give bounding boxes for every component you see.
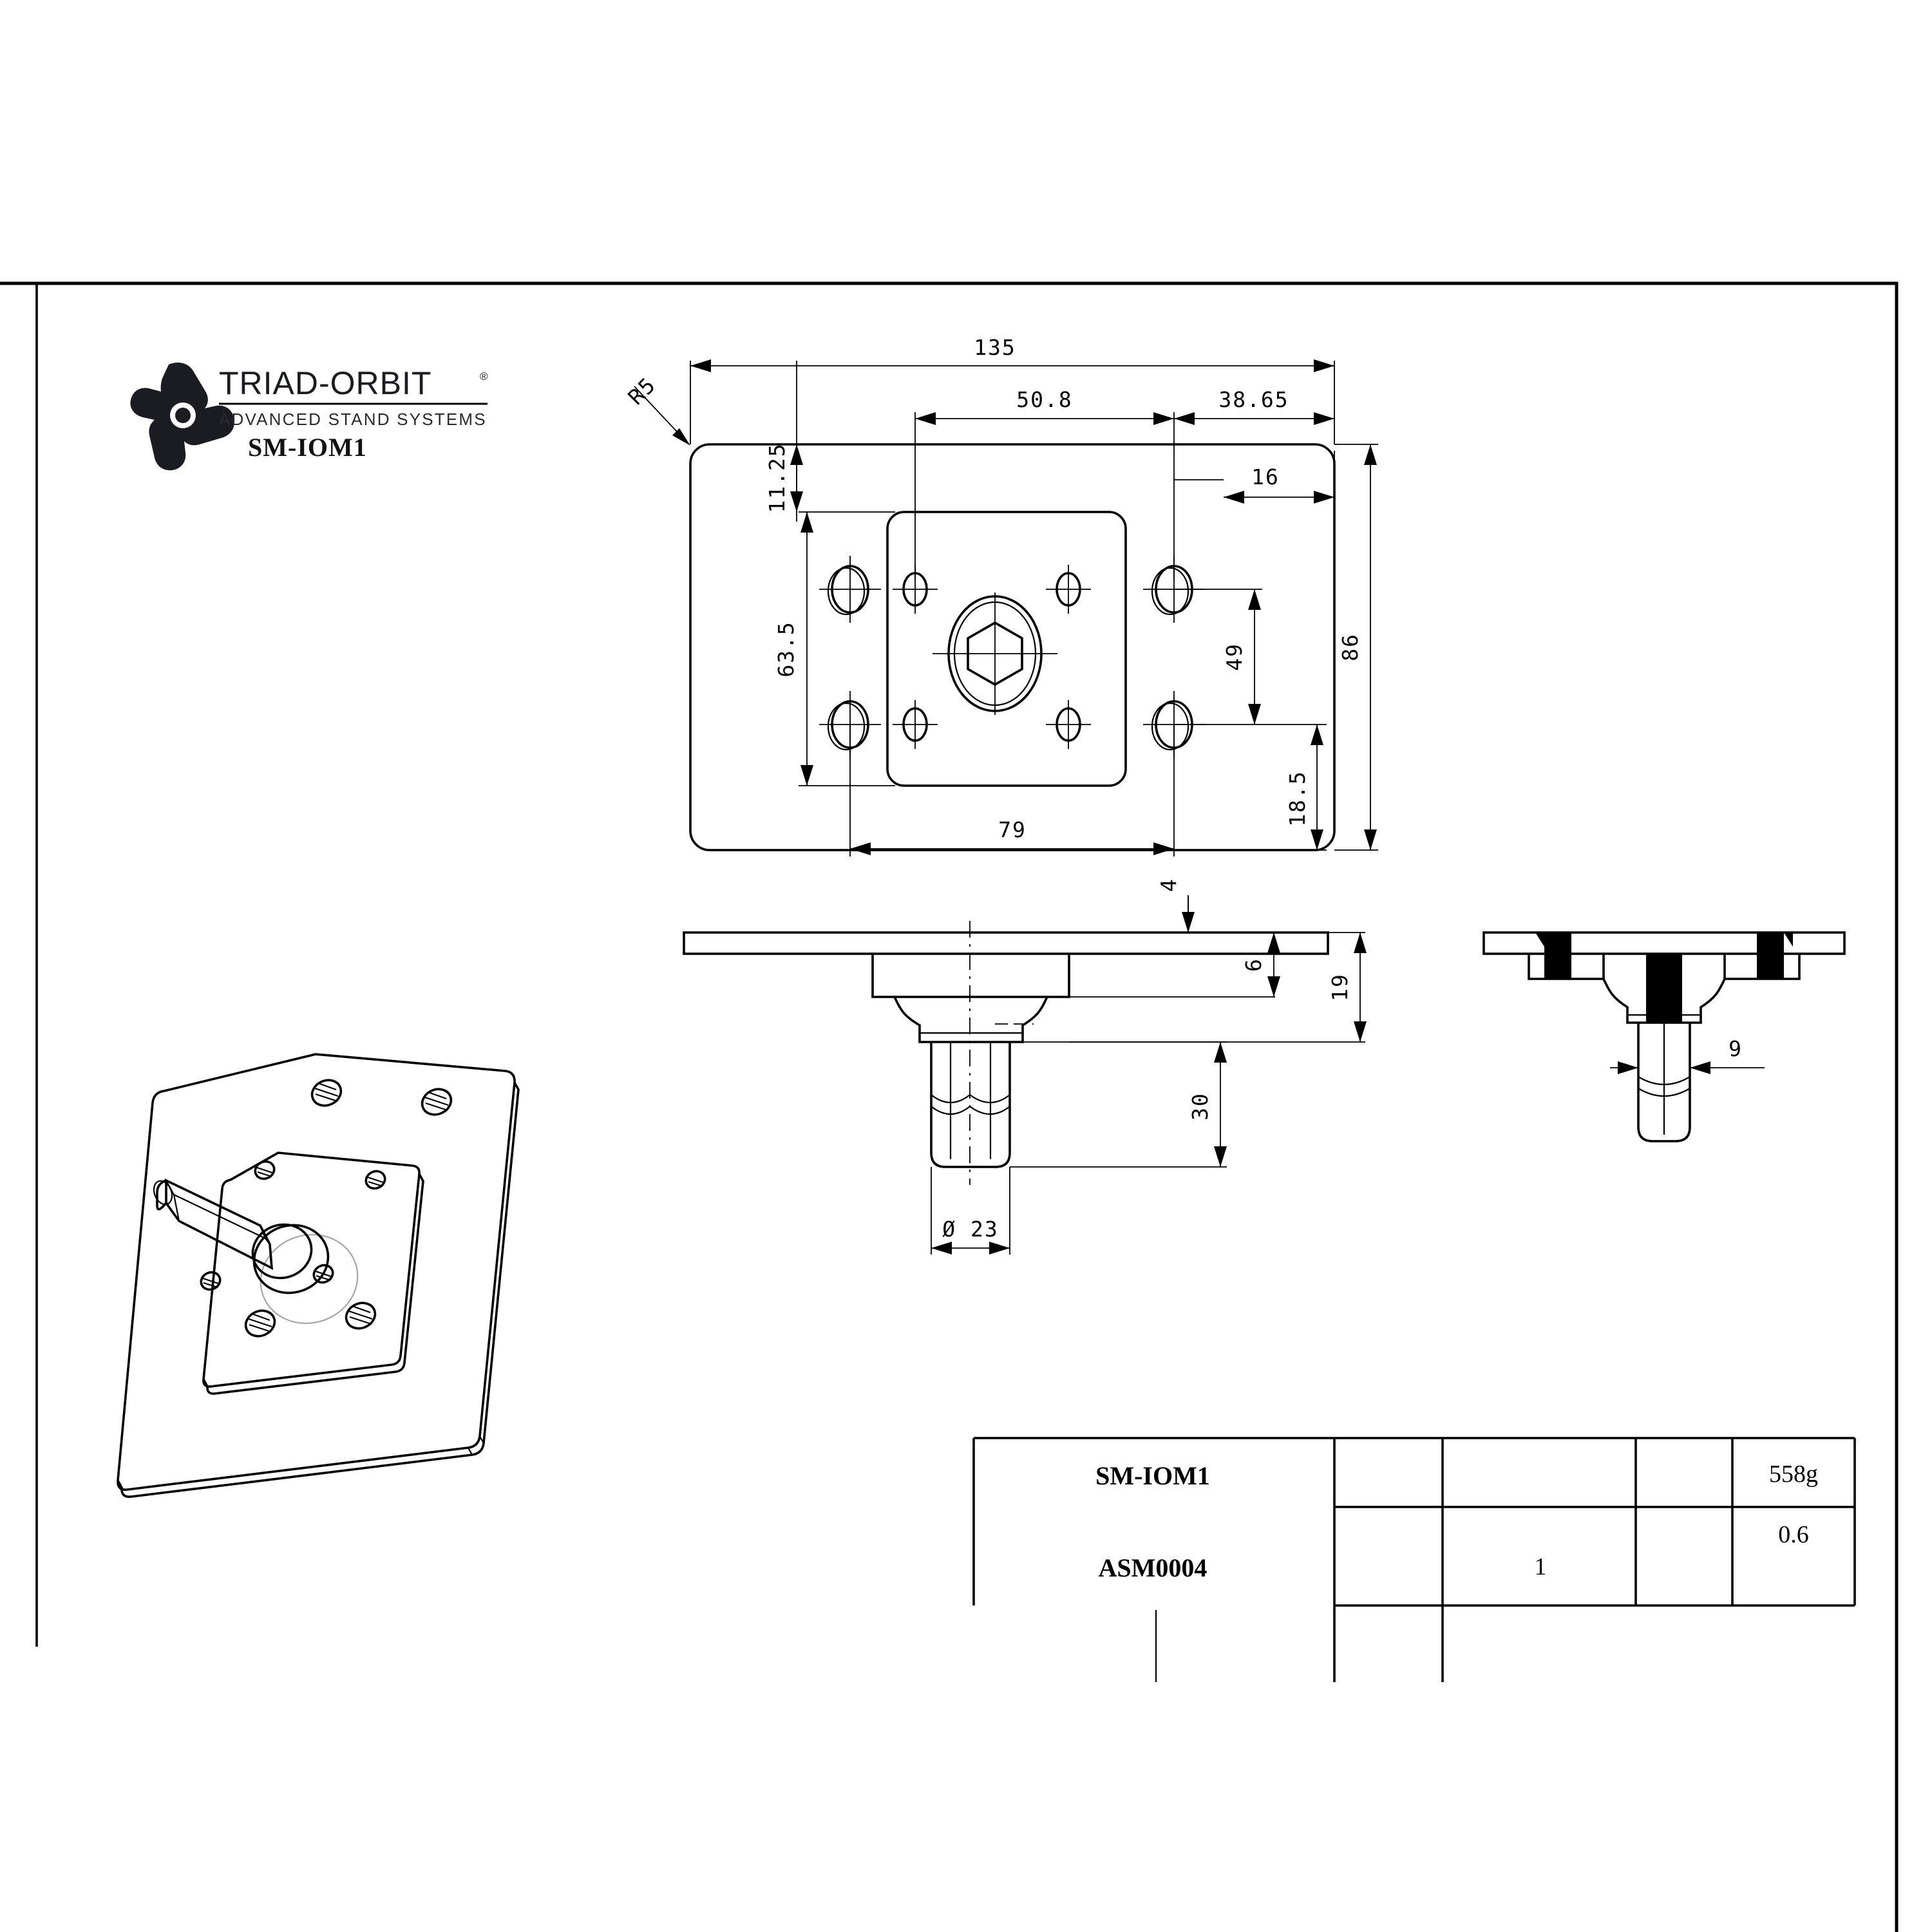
iso-boss-side-face <box>202 1173 424 1395</box>
sheet-border <box>0 281 1899 1932</box>
dim-shaft-across-flats: 9 <box>1610 1036 1765 1074</box>
dim-outer-hole-spacing-y: 63.5 <box>773 512 813 786</box>
side-extension-lines <box>931 895 1365 1255</box>
dim-vesa-spacing-x: 50.8 <box>915 387 1174 425</box>
dim-plate-thickness: 4 <box>1156 878 1195 933</box>
side-boss-taper <box>893 996 1048 1043</box>
dim-value-R5: R5 <box>623 372 661 410</box>
dim-value-3865: 38.65 <box>1218 387 1289 412</box>
title-scale: 0.6 <box>1778 1521 1809 1548</box>
top-view-plate: 135 11.25 50.8 38.65 16 <box>623 335 1378 857</box>
dim-value-635: 63.5 <box>773 621 799 677</box>
dim-value-16: 16 <box>1251 464 1280 489</box>
dim-right-hole-edge: 16 <box>1224 464 1334 504</box>
dim-boss-height: 6 <box>1241 933 1280 997</box>
inner-boss-outline <box>886 511 1127 787</box>
dim-value-4: 4 <box>1156 878 1181 892</box>
isometric-view <box>117 1053 520 1499</box>
threaded-hole-group <box>819 556 1205 758</box>
dim-value-dia23: Ø 23 <box>942 1217 998 1242</box>
iso-hub-shaft <box>153 1179 359 1324</box>
dim-corner-radius-R5: R5 <box>623 372 690 446</box>
dim-outer-hole-spacing-x: 79 <box>850 817 1174 855</box>
dim-value-1125: 11.25 <box>764 442 790 513</box>
dim-value-49: 49 <box>1222 643 1247 671</box>
triad-orbit-trilobe-icon <box>130 363 234 471</box>
side-elevation-view: 4 6 19 30 Ø 23 <box>683 878 1367 1255</box>
section-thread-left <box>1544 933 1571 979</box>
dim-value-135: 135 <box>974 335 1016 360</box>
dim-value-6: 6 <box>1241 958 1266 972</box>
side-hex-shaft <box>930 921 1011 1185</box>
iso-boss-top-face <box>202 1151 421 1388</box>
logo-tagline: ADVANCED STAND SYSTEMS <box>219 410 487 429</box>
dim-value-86: 86 <box>1338 633 1363 661</box>
section-hex-shaft <box>1637 1023 1691 1142</box>
dim-value-185: 18.5 <box>1285 770 1310 826</box>
dim-boss-diameter: Ø 23 <box>931 1217 1010 1255</box>
dim-overall-width: 135 <box>690 335 1334 372</box>
logo-block: TRIAD-ORBIT ® ADVANCED STAND SYSTEMS SM-… <box>130 363 488 471</box>
title-quantity: 1 <box>1535 1553 1547 1580</box>
outer-plate-outline <box>689 443 1336 851</box>
title-part-number: SM-IOM1 <box>1095 1461 1210 1490</box>
dim-value-79: 79 <box>998 817 1027 842</box>
logo-brand: TRIAD-ORBIT <box>219 365 431 401</box>
section-cut-view: 9 <box>1482 931 1846 1142</box>
registered-mark-icon: ® <box>480 370 488 383</box>
side-boss-body <box>871 954 1070 998</box>
side-plate-body <box>683 931 1329 955</box>
dim-shaft-length: 30 <box>1188 1042 1227 1167</box>
top-view-extension-lines <box>690 361 1378 857</box>
dim-edge-to-inner: 11.25 <box>764 442 803 513</box>
center-hub-hex <box>933 592 1057 715</box>
dim-bottom-hole-edge: 18.5 <box>1285 724 1323 850</box>
dim-value-19: 19 <box>1327 973 1352 1001</box>
title-assembly-number: ASM0004 <box>1099 1553 1208 1582</box>
dim-total-boss-height: 19 <box>1327 933 1367 1042</box>
boss-hole-group <box>893 565 1091 749</box>
title-block-grid <box>972 1437 1856 1682</box>
dim-value-508: 50.8 <box>1016 387 1072 412</box>
dim-value-30: 30 <box>1188 1092 1213 1121</box>
dim-value-9: 9 <box>1728 1036 1743 1061</box>
title-weight: 558g <box>1769 1461 1818 1488</box>
dim-right-hole-spacing-y: 49 <box>1222 589 1261 724</box>
logo-part-label: SM-IOM1 <box>248 433 367 462</box>
iso-plate-side-face <box>117 1082 520 1499</box>
title-block: SM-IOM1 ASM0004 558g 0.6 1 <box>972 1437 1856 1682</box>
section-thread-right <box>1757 933 1784 979</box>
dim-right-group-offset: 38.65 <box>1174 387 1334 425</box>
iso-plate-top-face <box>117 1053 516 1492</box>
dim-overall-height: 86 <box>1338 444 1377 850</box>
section-shaft-core <box>1646 954 1682 1023</box>
iso-hole-group <box>200 1079 453 1338</box>
